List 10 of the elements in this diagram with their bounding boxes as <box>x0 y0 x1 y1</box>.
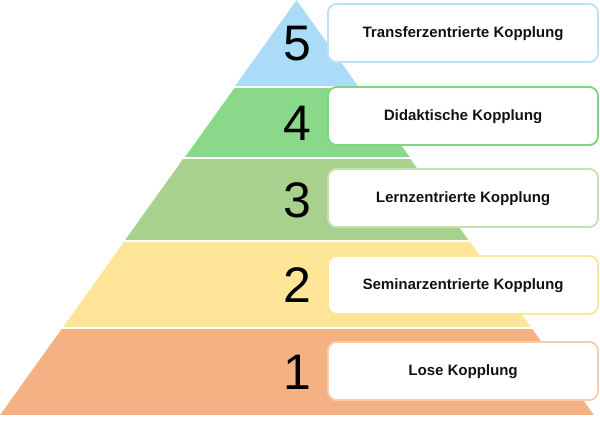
level-number: 5 <box>282 18 311 68</box>
level-label-box: Didaktische Kopplung <box>327 86 599 146</box>
pyramid-layer <box>235 0 359 86</box>
level-label-box: Seminarzentrierte Kopplung <box>327 255 599 315</box>
level-number: 4 <box>282 98 311 148</box>
level-number: 1 <box>283 347 311 397</box>
level-number: 2 <box>282 260 311 310</box>
level-number: 3 <box>282 174 311 224</box>
level-label-box: Lernzentrierte Kopplung <box>327 168 599 228</box>
level-label-box: Transferzentrierte Kopplung <box>327 3 599 63</box>
